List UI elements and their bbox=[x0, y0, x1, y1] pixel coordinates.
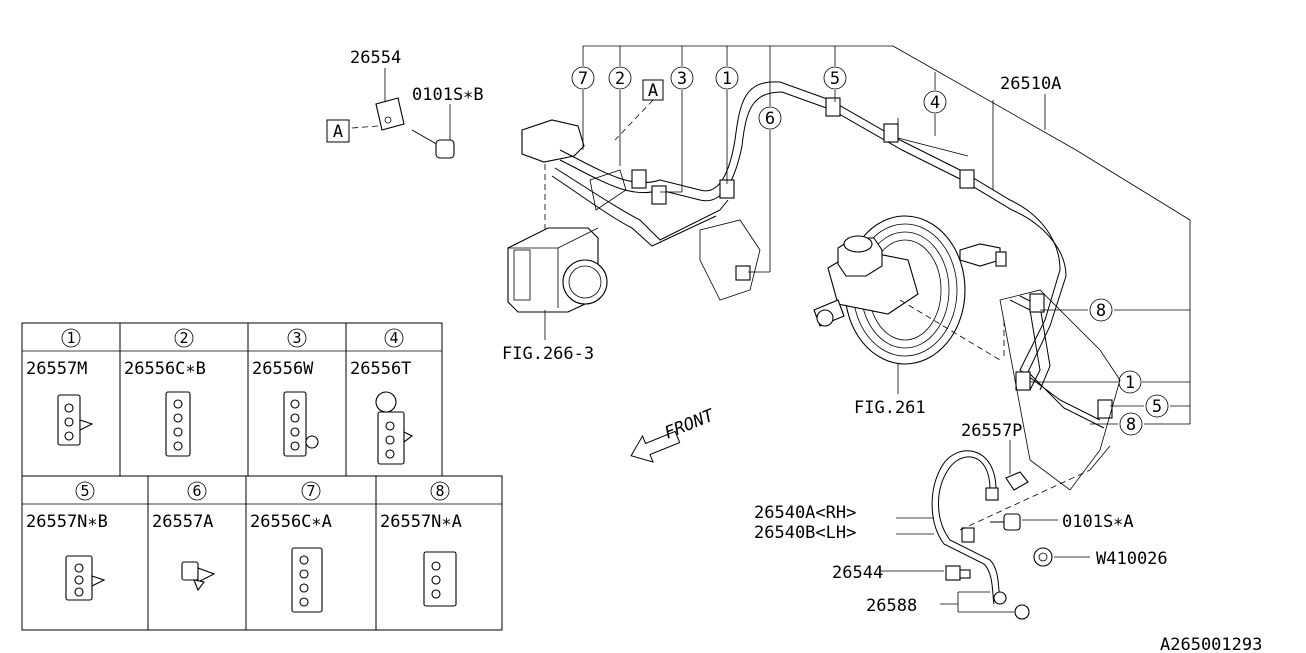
svg-text:5: 5 bbox=[830, 69, 840, 89]
legend-cell-1: 1 26557M bbox=[26, 328, 94, 446]
callout-leaders bbox=[582, 45, 1191, 425]
legend-part: 26556C∗B bbox=[124, 359, 206, 379]
ref-a-label-2: A bbox=[648, 81, 658, 101]
legend-part: 26556C∗A bbox=[250, 512, 332, 532]
callout-7: 7 bbox=[571, 66, 595, 90]
bracket-26554: 26554 0101S∗B A bbox=[326, 48, 484, 159]
callout-5b: 5 bbox=[1145, 394, 1169, 418]
fig-266-3-label: FIG.266-3 bbox=[502, 344, 594, 364]
svg-text:1: 1 bbox=[1125, 373, 1135, 393]
abs-hydraulic-unit: FIG.266-3 bbox=[502, 160, 608, 364]
legend-num: 3 bbox=[292, 329, 301, 347]
legend-cell-7: 7 26556C∗A bbox=[250, 481, 332, 613]
callout-8b: 8 bbox=[1119, 412, 1143, 436]
clip-icon bbox=[165, 391, 191, 457]
legend-part: 26557M bbox=[26, 359, 87, 379]
callout-1b: 1 bbox=[1118, 370, 1142, 394]
legend-num: 1 bbox=[66, 329, 75, 347]
part-label-26554: 26554 bbox=[350, 48, 401, 68]
abs-bracket bbox=[521, 119, 627, 211]
clip-icon bbox=[57, 394, 94, 446]
clip-icon bbox=[283, 391, 319, 457]
part-label-26510A: 26510A bbox=[1000, 74, 1061, 94]
legend-table: 1 26557M 2 26556C∗B 3 26556W bbox=[21, 322, 503, 631]
nut-icon bbox=[1033, 547, 1053, 567]
bolt-icon bbox=[411, 129, 455, 159]
brake-pipe-assembly bbox=[551, 81, 1121, 491]
legend-cell-3: 3 26556W bbox=[252, 328, 319, 457]
legend-num: 4 bbox=[389, 329, 398, 347]
legend-cell-4: 4 26556T bbox=[350, 328, 414, 465]
legend-part: 26557N∗A bbox=[380, 512, 462, 532]
callout-8: 8 bbox=[1089, 298, 1113, 322]
part-label-26588: 26588 bbox=[866, 596, 917, 616]
legend-cell-5: 5 26557N∗B bbox=[26, 481, 108, 601]
callout-3: 3 bbox=[670, 66, 694, 90]
clip-icon bbox=[423, 551, 457, 607]
legend-part: 26557N∗B bbox=[26, 512, 108, 532]
legend-cell-6: 6 26557A bbox=[152, 481, 216, 592]
part-label-0101S-B: 0101S∗B bbox=[412, 85, 484, 105]
callout-2: 2 bbox=[608, 66, 632, 90]
fig-261-label: FIG.261 bbox=[854, 398, 926, 418]
banjo-bolt-icon bbox=[945, 565, 971, 581]
flexible-hose bbox=[931, 450, 1030, 620]
part-label-26540B: 26540B<LH> bbox=[754, 523, 856, 543]
callout-1: 1 bbox=[715, 66, 739, 90]
legend-part: 26557A bbox=[152, 512, 213, 532]
master-cylinder bbox=[813, 235, 919, 327]
legend-num: 7 bbox=[306, 482, 315, 500]
legend-num: 2 bbox=[179, 329, 188, 347]
svg-text:6: 6 bbox=[765, 109, 775, 129]
part-label-26557P: 26557P bbox=[961, 421, 1022, 441]
ref-a-label: A bbox=[333, 122, 343, 142]
diagram-id: A265001293 bbox=[1160, 635, 1262, 653]
svg-text:7: 7 bbox=[578, 69, 588, 89]
callout-5: 5 bbox=[823, 66, 847, 90]
svg-text:1: 1 bbox=[722, 69, 732, 89]
svg-text:2: 2 bbox=[615, 69, 625, 89]
legend-cell-2: 2 26556C∗B bbox=[124, 328, 206, 457]
clip-icon bbox=[65, 555, 106, 601]
legend-cell-8: 8 26557N∗A bbox=[380, 481, 462, 607]
clip-icon bbox=[375, 391, 414, 465]
clip-icon bbox=[181, 561, 216, 592]
svg-text:4: 4 bbox=[930, 93, 940, 113]
legend-num: 6 bbox=[192, 482, 201, 500]
part-label-26544: 26544 bbox=[832, 563, 883, 583]
part-label-0101S-A: 0101S∗A bbox=[1062, 512, 1134, 532]
callout-4: 4 bbox=[923, 90, 947, 114]
legend-part: 26556T bbox=[350, 359, 411, 379]
legend-num: 5 bbox=[80, 482, 89, 500]
part-label-W410026: W410026 bbox=[1096, 549, 1168, 569]
part-label-26540A: 26540A<RH> bbox=[754, 503, 856, 523]
svg-text:5: 5 bbox=[1152, 397, 1162, 417]
legend-num: 8 bbox=[435, 482, 444, 500]
bolt-icon-2 bbox=[990, 513, 1021, 531]
svg-text:8: 8 bbox=[1126, 415, 1136, 435]
svg-text:8: 8 bbox=[1096, 301, 1106, 321]
svg-text:3: 3 bbox=[677, 69, 687, 89]
front-label: FRONT bbox=[662, 405, 719, 443]
legend-part: 26556W bbox=[252, 359, 314, 379]
callout-6: 6 bbox=[758, 106, 782, 130]
clip-icon bbox=[291, 547, 323, 613]
front-arrow: FRONT bbox=[630, 405, 719, 463]
